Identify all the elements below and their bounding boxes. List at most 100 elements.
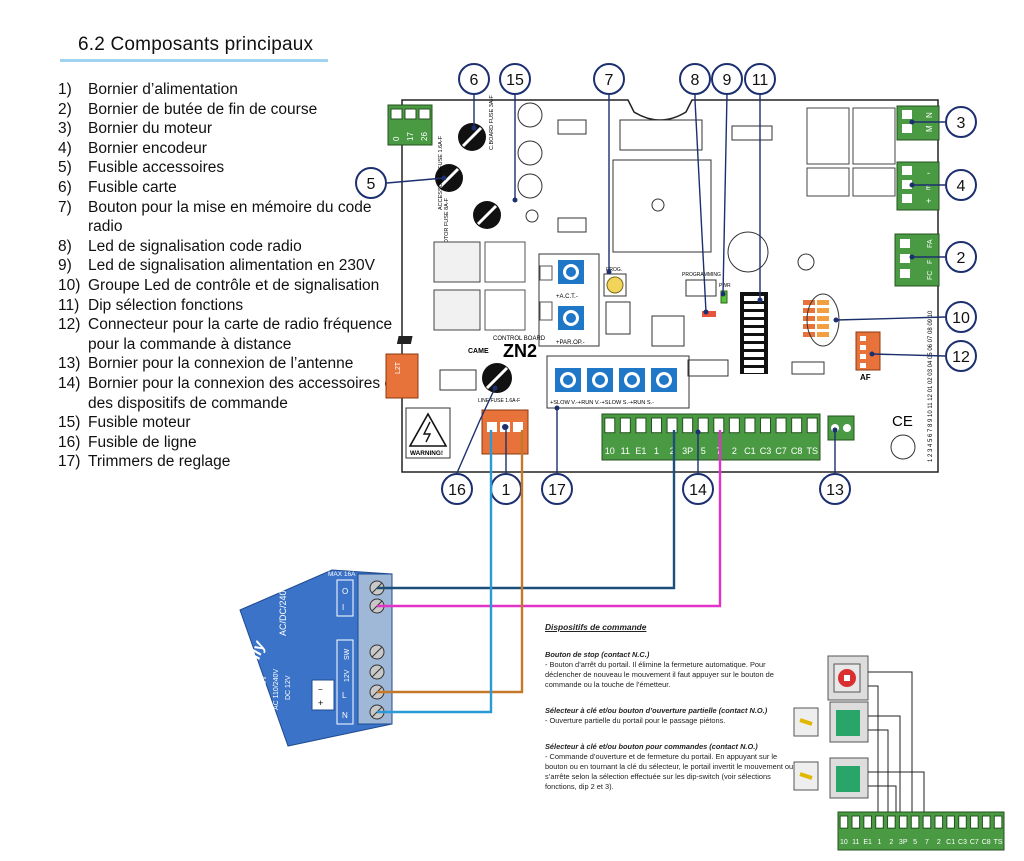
section-title: 6.2 Composants principaux — [78, 34, 314, 55]
terminal-screw — [934, 815, 944, 829]
callout-circle — [945, 106, 977, 138]
legend-item: 11)Dip sélection fonctions — [58, 296, 398, 316]
terminal-screw — [682, 417, 694, 434]
terminal-screw — [922, 815, 932, 829]
wire-blue — [377, 430, 493, 714]
fuse-accessories — [435, 164, 463, 192]
fuse-line — [482, 363, 512, 393]
legend-item: 4)Bornier encodeur — [58, 139, 398, 159]
label-ce: CE — [892, 413, 913, 430]
terminal-screw — [744, 417, 756, 434]
callout-leader — [871, 353, 946, 357]
callout-anchor — [869, 351, 875, 357]
terminal-label: 3P — [682, 446, 693, 456]
callout-anchor — [757, 297, 763, 303]
terminal-label: C3 — [760, 446, 772, 456]
label-acc-fuse: ACCESSORIES FUSE 1.6A-F — [438, 135, 444, 210]
label-model: ZN2 — [503, 341, 537, 361]
trimmer-group-bottom: +SLOW V.-+RUN V.-+SLOW S.-+RUN S.- — [546, 355, 690, 409]
terminal-label: C8 — [982, 839, 991, 846]
legend-number: 7) — [58, 198, 72, 216]
shelly-screw-terminals — [357, 573, 393, 725]
callout-number: 5 — [367, 176, 376, 193]
terminal-screw — [981, 815, 991, 829]
legend-label: Bornier pour la connexion des accessoire… — [88, 374, 398, 412]
callout-circle — [458, 63, 490, 95]
legend-number: 12) — [58, 316, 81, 334]
legend-label: Fusible accessoires — [88, 159, 225, 177]
partial-open-device — [793, 701, 869, 743]
legend-label: Led de signalisation alimentation en 230… — [88, 257, 375, 275]
callout-number: 17 — [548, 482, 566, 499]
callout-anchor — [832, 427, 838, 433]
terminal-screw — [697, 417, 709, 434]
legend-label: Trimmers de reglage — [88, 453, 231, 471]
prog-button — [606, 276, 624, 294]
legend-item: 1)Bornier d’alimentation — [58, 80, 398, 100]
terminal-screw — [910, 815, 920, 829]
legend-number: 3) — [58, 120, 72, 138]
command-block: Sélecteur à clé et/ou bouton pour comman… — [545, 742, 795, 792]
label-came: CAME — [468, 348, 489, 355]
terminal-screw — [887, 815, 896, 829]
terminal-screw — [851, 815, 861, 829]
callout-number: 10 — [952, 310, 970, 327]
legend-number: 16) — [58, 433, 81, 451]
callout-leader — [722, 93, 728, 295]
partial-heading: Sélecteur à clé et/ou bouton d’ouverture… — [545, 706, 768, 715]
motor-terminal-n: N — [925, 112, 934, 118]
legend-label: Groupe Led de contrôle et de signalisati… — [88, 276, 380, 294]
power-terminal-26: 26 — [420, 132, 429, 141]
control-board: 0 17 26 C.BOARD FUSE 3A-F ACCESSORIES FU… — [385, 95, 940, 473]
callout-leader — [386, 177, 445, 184]
terminal-label: E1 — [635, 446, 646, 456]
terminal-label: 10 — [840, 839, 848, 846]
shelly-terminal-i: I — [342, 603, 344, 612]
callout-anchor — [554, 405, 560, 411]
command-body: - Commande d’ouverture et de fermeture d… — [545, 752, 794, 791]
l2t-label: L2T — [395, 361, 402, 374]
label-prog: PROG. — [606, 267, 622, 273]
command-heading: Sélecteur à clé et/ou bouton pour comman… — [545, 742, 758, 751]
power-terminal-0: 0 — [392, 136, 401, 141]
callout-anchor — [606, 269, 612, 275]
shelly-terminal-12v: 12V — [344, 669, 351, 682]
legend-number: 15) — [58, 414, 81, 432]
legend-number: 11) — [58, 296, 80, 314]
legend-label: Fusible moteur — [88, 414, 191, 432]
callout-number: 14 — [689, 482, 707, 499]
terminal-screw — [604, 417, 616, 434]
partial-block: Sélecteur à clé et/ou bouton d’ouverture… — [545, 706, 795, 726]
legend-label: Bornier de butée de fin de course — [88, 100, 318, 118]
shelly-relay: Shelly MAX 16A AC/DC/240V DC 12V AC 110/… — [238, 569, 393, 747]
led-group — [803, 293, 840, 347]
callout-circle — [682, 473, 714, 505]
callout-number: 8 — [691, 72, 700, 89]
shelly-sym-plus: + — [318, 698, 323, 708]
terminal-screw — [775, 417, 787, 434]
limit-terminal-fa: FA — [927, 239, 934, 248]
callout-circle — [679, 63, 711, 95]
legend-item: 8)Led de signalisation code radio — [58, 237, 398, 257]
terminal-label: 11 — [852, 839, 859, 846]
legend-item: 10)Groupe Led de contrôle et de signalis… — [58, 276, 398, 296]
terminal-label: 10 — [605, 446, 615, 456]
limit-switch-terminal-block: FC F FA — [894, 233, 940, 287]
label-warning: WARNING! — [410, 450, 443, 457]
label-af: AF — [860, 373, 871, 382]
label-pwr: PWR — [719, 283, 731, 289]
led-power — [720, 290, 728, 304]
trimmer-group-top: +A.C.T.- +PAR.OP.- — [538, 253, 600, 347]
terminal-screw — [760, 417, 771, 434]
wire-brown — [377, 430, 524, 694]
callout-number: 1 — [502, 482, 511, 499]
terminal-label: 5 — [913, 839, 917, 846]
callout-circle — [945, 169, 977, 201]
terminal-label: C7 — [775, 446, 787, 456]
callout-circle — [945, 301, 977, 333]
terminal-label: 2 — [670, 446, 675, 456]
terminal-screw — [863, 815, 872, 829]
encoder-terminal-plus: + — [926, 196, 931, 206]
shelly-rating-mid1: DC 12V — [285, 675, 292, 700]
callout-anchor — [492, 385, 498, 391]
